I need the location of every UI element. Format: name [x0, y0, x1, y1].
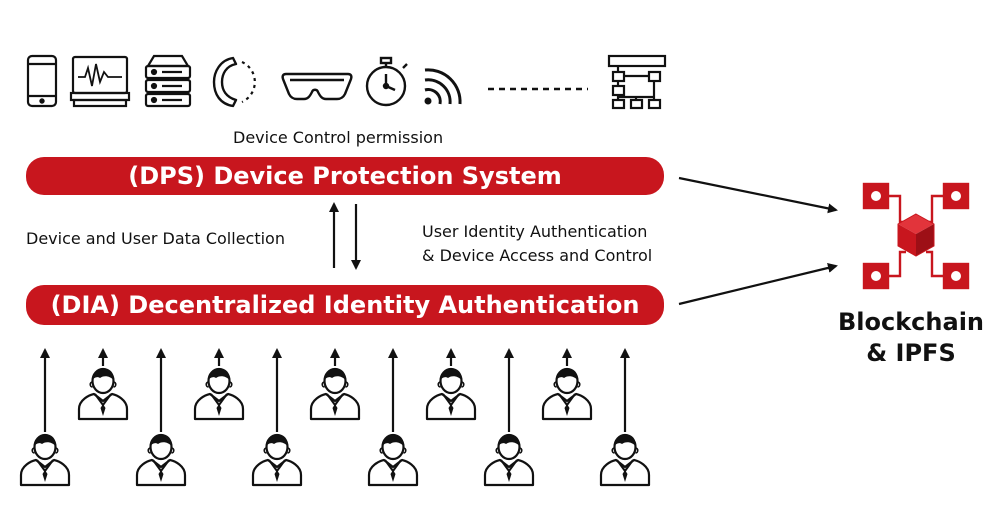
user-person-icon — [425, 367, 477, 421]
blockchain-label-line2: & IPFS — [866, 339, 956, 367]
user-person-icon — [599, 433, 651, 487]
user-person-icon — [309, 367, 361, 421]
dia-bar: (DIA) Decentralized Identity Authenticat… — [26, 285, 664, 325]
smartphone-icon — [26, 54, 58, 108]
user-person-icon — [193, 367, 245, 421]
user-person-icon — [251, 433, 303, 487]
dps-bar-label: (DPS) Device Protection System — [128, 162, 562, 190]
identity-auth-label-line2: & Device Access and Control — [422, 246, 653, 265]
dps-bar: (DPS) Device Protection System — [26, 157, 664, 195]
monitor-icon — [69, 55, 131, 108]
users-group — [19, 348, 651, 487]
user-person-icon — [135, 433, 187, 487]
user-person-icon — [541, 367, 593, 421]
blockchain-cube-icon — [862, 182, 970, 290]
dps-to-blockchain-arrow — [678, 176, 838, 214]
stopwatch-icon — [365, 56, 408, 107]
user-person-icon — [77, 367, 129, 421]
dia-bar-label: (DIA) Decentralized Identity Authenticat… — [50, 291, 640, 319]
user-person-icon — [483, 433, 535, 487]
data-collection-label: Device and User Data Collection — [26, 229, 285, 248]
dia-to-blockchain-arrow — [678, 263, 838, 306]
blockchain-label-line1: Blockchain — [837, 308, 984, 336]
user-person-icon — [367, 433, 419, 487]
vr-headset-icon — [281, 72, 353, 101]
blockchain-label: Blockchain & IPFS — [826, 307, 996, 369]
identity-auth-label-line1: User Identity Authentication — [422, 222, 648, 241]
wireless-signal-icon — [424, 68, 462, 105]
phone-call-icon — [212, 56, 256, 108]
device-control-permission-label: Device Control permission — [233, 128, 444, 147]
network-hierarchy-icon — [607, 54, 667, 110]
server-icon — [144, 54, 192, 108]
user-person-icon — [19, 433, 71, 487]
identity-auth-label: User Identity Authentication & Device Ac… — [422, 220, 652, 268]
